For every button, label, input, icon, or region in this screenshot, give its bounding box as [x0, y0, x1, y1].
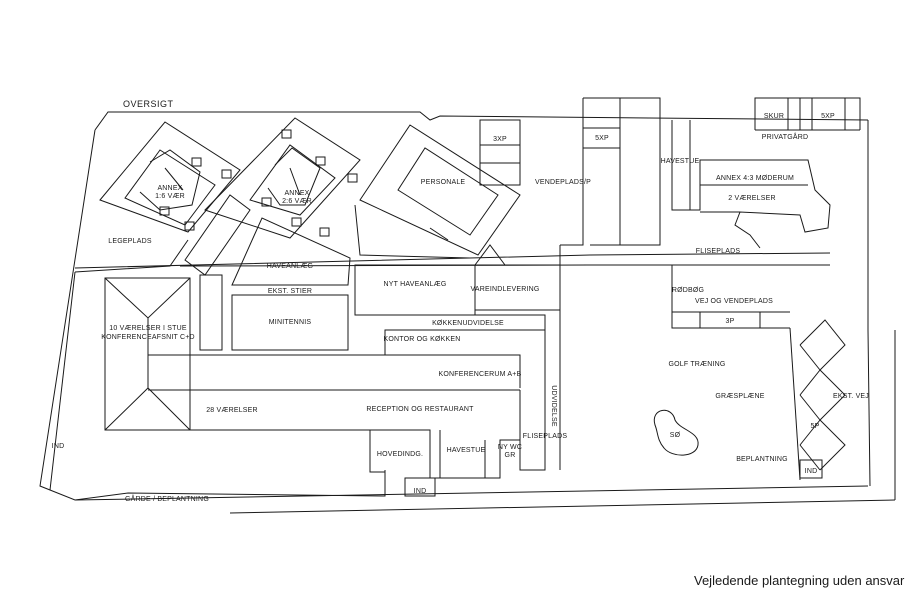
haveanlaeg-label: HAVEANLÆG [267, 263, 313, 270]
annex4-label: ANNEX 4:3 MØDERUM [716, 175, 794, 182]
vaerelser2-label: 2 VÆRELSER [728, 195, 776, 202]
ind-left-label: IND [52, 443, 65, 450]
konferencerum-label: KONFERENCERUM A+B [439, 371, 522, 378]
parking-5xp-top-label: 5XP [821, 113, 835, 120]
koekkenudvidelse-label: KØKKENUDVIDELSE [432, 320, 504, 327]
vej-vendeplads-label: VEJ OG VENDEPLADS [695, 298, 773, 305]
ekst-stier-label: EKST. STIER [268, 288, 312, 295]
vej-og-vendeplads: RØDBØG VEJ OG VENDEPLADS 3P [671, 264, 830, 329]
parking-5p-label: 5P [811, 423, 820, 430]
ekst-vej-label: EKST. VEJ [833, 393, 869, 400]
east-parking: 5P EKST. VEJ IND [799, 319, 869, 479]
havestue-low-label: HAVESTUE [447, 447, 486, 454]
legeplads-label: LEGEPLADS [108, 238, 152, 245]
main-building: 10 VÆRELSER I STUE KONFERENCEAFSNIT C+D … [101, 264, 568, 497]
vaerelser10-label-b: KONFERENCEAFSNIT C+D [101, 334, 195, 341]
fliseplads-low-label: FLISEPLADS [523, 433, 568, 440]
udvidelse-label: UDVIDELSE [550, 385, 557, 427]
so-label: SØ [670, 432, 681, 439]
personale-building: PERSONALE 3XP [354, 119, 521, 259]
roads: FLISEPLADS [74, 244, 831, 310]
reception-label: RECEPTION OG RESTAURANT [366, 406, 474, 413]
annex2-label-a: ANNEX [284, 190, 309, 197]
rodbog-label: RØDBØG [672, 287, 704, 294]
annex2-label-b: 2:6 VÆR [282, 198, 312, 205]
nyt-haveanlaeg-label: NYT HAVEANLÆG [383, 281, 446, 288]
parking-3p-label: 3P [726, 318, 735, 325]
annex-4: HAVESTUE ANNEX 4:3 MØDERUM 2 VÆRELSER [661, 120, 831, 249]
graesplaene-label: GRÆSPLÆNE [715, 393, 764, 400]
personale-label: PERSONALE [421, 179, 466, 186]
havestue-top-label: HAVESTUE [661, 158, 700, 165]
vendeplads-label: VENDEPLADS/P [535, 179, 591, 186]
ind-right-label: IND [805, 468, 818, 475]
nywc-label-a: NY WC [498, 444, 522, 451]
ind-bottom-label: IND [414, 488, 427, 495]
vaerelser10-label-a: 10 VÆRELSER I STUE [109, 325, 187, 332]
beplantning-label: BEPLANTNING [736, 456, 788, 463]
vendeplads: 5XP VENDEPLADS/P [535, 97, 661, 246]
parking-3xp-label: 3XP [493, 136, 507, 143]
minitennis-label: MINITENNIS [269, 319, 312, 326]
skur-label: SKUR [764, 113, 784, 120]
privatgard-label: PRIVATGÅRD [762, 132, 808, 141]
annex1-label-b: 1:6 VÆR [155, 193, 185, 200]
parking-5xp-label: 5XP [595, 135, 609, 142]
golf-label: GOLF TRÆNING [668, 361, 725, 368]
kontor-label: KONTOR OG KØKKEN [384, 336, 461, 343]
nywc-label-b: GR [505, 452, 516, 459]
garden-area: HAVEANLÆG EKST. STIER MINITENNIS [184, 194, 351, 351]
hovedindg-label: HOVEDINDG. [377, 451, 423, 458]
fliseplads-top-label: FLISEPLADS [696, 248, 741, 255]
caption: Vejledende plantegning uden ansvar [694, 573, 905, 588]
annex1-label-a: ANNEX [157, 185, 182, 192]
privatgard: SKUR 5XP PRIVATGÅRD [754, 97, 861, 141]
annex-1: ANNEX 1:6 VÆR [99, 121, 241, 233]
golf-area: GOLF TRÆNING GRÆSPLÆNE SØ BEPLANTNING [653, 327, 801, 481]
garde-label: GÅRDE / BEPLANTNING [125, 494, 209, 503]
annex-markers [159, 129, 358, 237]
annex-2: ANNEX 2:6 VÆR [204, 117, 361, 239]
plan-title: OVERSIGT [123, 99, 174, 109]
vareindlevering-label: VAREINDLEVERING [471, 286, 540, 293]
vaerelser28-label: 28 VÆRELSER [206, 407, 258, 414]
so-lake [653, 410, 699, 456]
